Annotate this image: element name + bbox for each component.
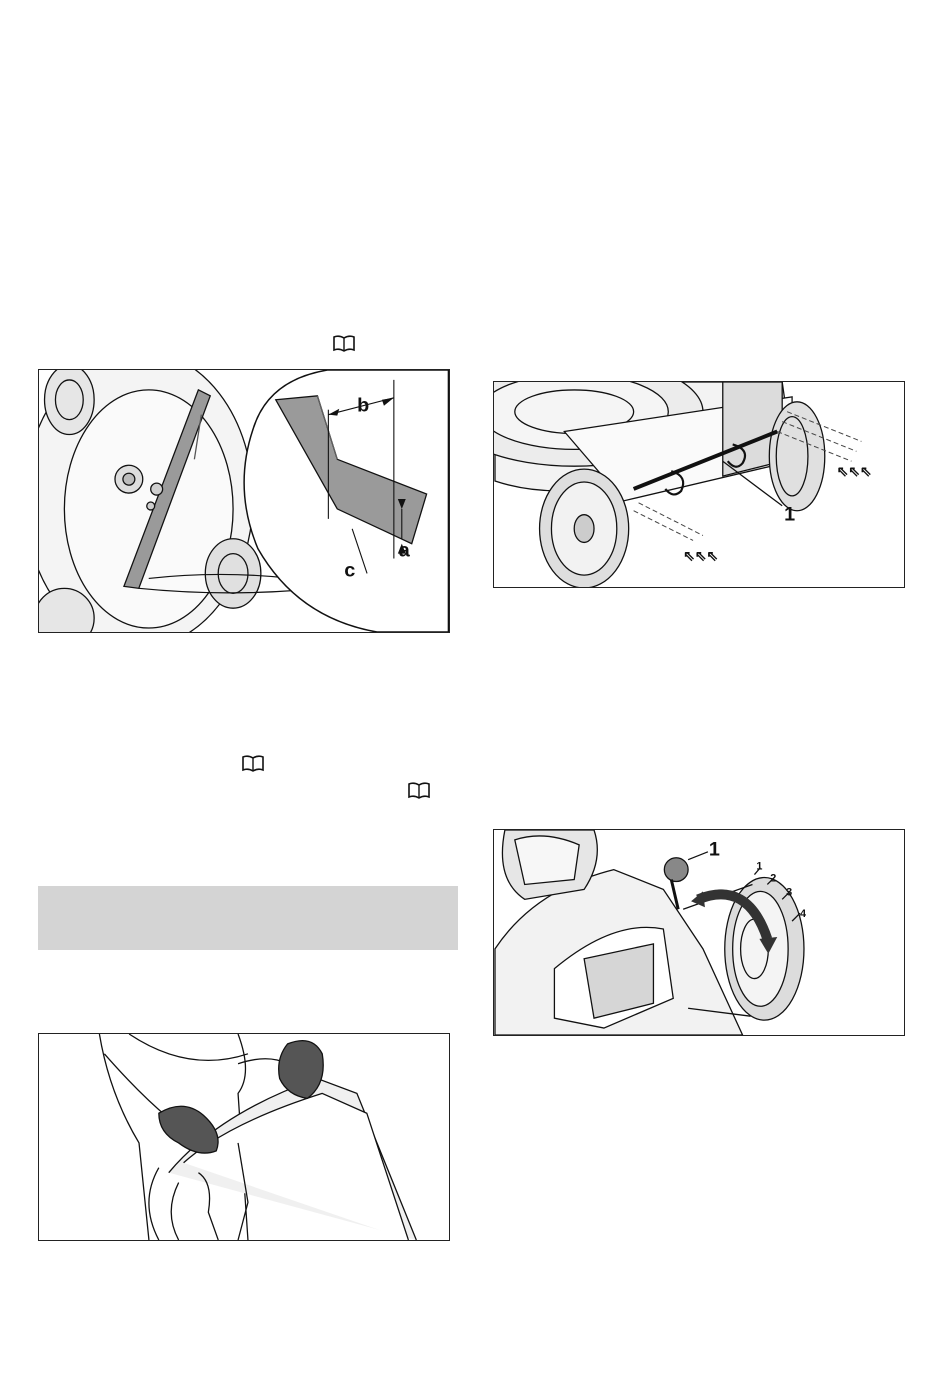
height-adjust-figure: 1 1 2 3 4 [493,829,905,1036]
svg-text:⇖⇖⇖: ⇖⇖⇖ [683,547,718,563]
dimension-c-label: c [344,559,355,581]
position-3-label: 3 [786,886,792,898]
dimension-a-label: a [399,540,411,562]
position-2-label: 2 [770,872,776,884]
position-4-label: 4 [800,908,806,920]
book-icon [242,755,264,772]
note-bar [38,886,458,950]
lever-item-1-label: 1 [709,839,720,861]
book-icon [408,782,430,799]
handle-figure [38,1033,450,1241]
axle-item-1-label: 1 [784,504,795,526]
svg-text:⇖⇖⇖: ⇖⇖⇖ [837,463,872,479]
position-1-label: 1 [756,861,762,873]
dimension-b-label: b [357,395,369,417]
blade-figure: b a c [38,369,450,633]
axle-figure: ⇖⇖⇖ ⇖⇖⇖ 1 [493,381,905,588]
book-icon [333,335,355,352]
